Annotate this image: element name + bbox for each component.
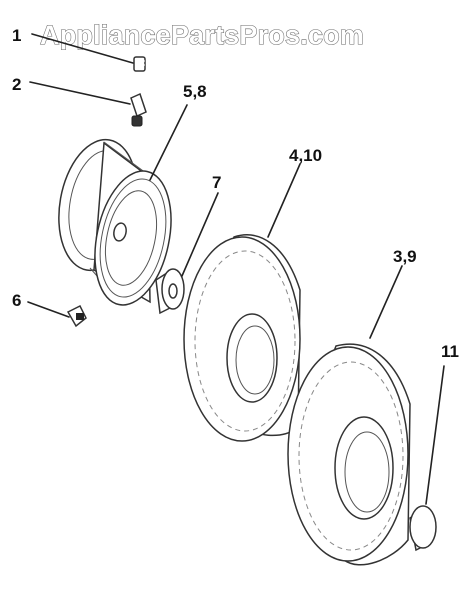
- watermark-text: AppliancePartsPros.com: [40, 20, 364, 50]
- callout-3-9: 3,9: [393, 247, 417, 266]
- part-7-bushing: [155, 268, 185, 315]
- part-11-hub-cap: [409, 505, 437, 552]
- callout-4-10: 4,10: [289, 146, 322, 165]
- part-2-valve-stem: [29, 81, 147, 127]
- leader-5-8: [149, 104, 188, 181]
- callout-2: 2: [12, 75, 21, 94]
- leader-7: [181, 192, 219, 277]
- leader-4-10: [267, 163, 301, 238]
- part-6-bolt: [27, 301, 87, 328]
- leader-11: [425, 365, 445, 505]
- part-3-9-tire: [287, 343, 411, 566]
- callout-11: 11: [441, 342, 459, 361]
- part-1-cap: [31, 33, 146, 72]
- callout-5-8: 5,8: [183, 82, 207, 101]
- part-5-8-rim: [58, 138, 172, 306]
- callout-1: 1: [12, 26, 21, 45]
- callout-7: 7: [212, 173, 221, 192]
- callout-6: 6: [12, 291, 21, 310]
- part-4-10-tire: [183, 234, 301, 442]
- leader-3-9: [369, 265, 403, 339]
